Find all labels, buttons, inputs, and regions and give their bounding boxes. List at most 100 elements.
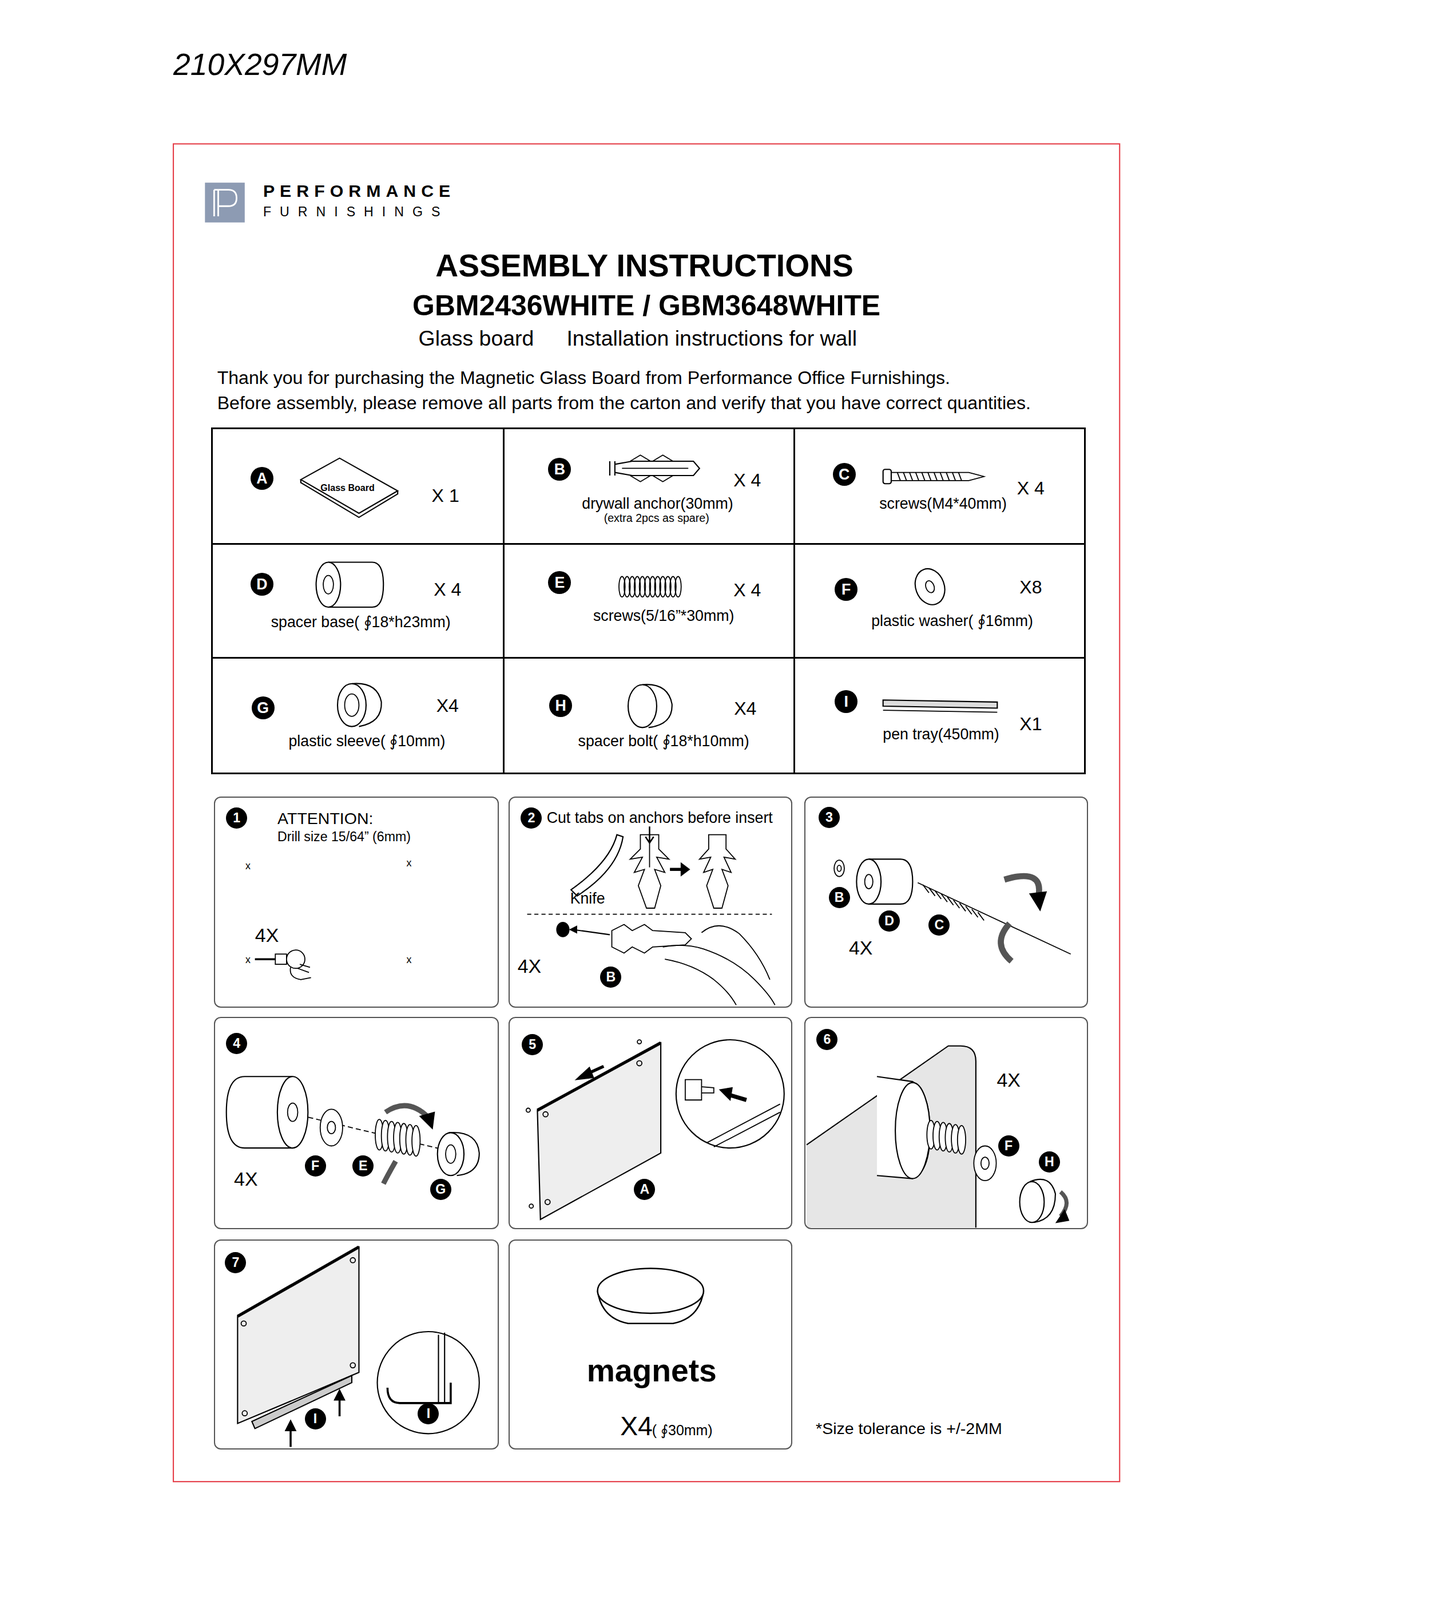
quantity: X4 [620, 1410, 653, 1441]
part-name: screws(5/16”*30mm) [593, 606, 734, 625]
parts-cell: AGlass BoardX 1 [211, 427, 505, 545]
callout-letter: H [1038, 1150, 1061, 1173]
step-panel: 6 4X FH [804, 1016, 1089, 1229]
drill-mark: x [406, 953, 412, 966]
tolerance-note: *Size tolerance is +/-2MM [815, 1418, 1003, 1438]
magnets-heading: magnets [586, 1352, 717, 1389]
callout-letter: B [828, 886, 851, 908]
spacer-base-part [316, 562, 384, 607]
screw-part [883, 469, 984, 484]
callout-letter: A [250, 466, 274, 490]
parts-cell: HX4spacer bolt( ∮18*h10mm) [502, 656, 796, 774]
parts-cell: D X 4 spacer base( ∮18*h23mm) [211, 542, 505, 660]
step-panel: 5A [508, 1016, 793, 1229]
board-mount-illustration [526, 1039, 785, 1220]
threaded-screw-part [618, 576, 682, 597]
quantity: 4X [848, 936, 873, 959]
step-number: 2 [520, 807, 542, 829]
step-panel: 3BDC4X [804, 796, 1089, 1008]
quantity: 4X [517, 954, 542, 978]
step-number: 3 [818, 806, 840, 828]
callout-letter: I [417, 1402, 439, 1424]
glass-board-part [300, 458, 398, 518]
part-name: spacer bolt( ∮18*h10mm) [578, 732, 750, 750]
callout-letter: B [600, 966, 622, 988]
quantity: X 4 [733, 469, 761, 491]
step-number: 1 [225, 807, 248, 829]
parts-cell: G X4 plastic sleeve( ∮10mm) [211, 656, 505, 774]
spacer-screw-illustration [834, 858, 1071, 961]
brand-logo [204, 182, 245, 223]
part-name: screws(M4*40mm) [879, 494, 1007, 513]
callout-letter: C [832, 462, 856, 486]
parts-cell: B X 4drywall anchor(30mm)(extra 2pcs as s… [502, 427, 796, 545]
intro-text: Thank you for purchasing the Magnetic Gl… [217, 367, 951, 389]
callout-letter: G [251, 696, 275, 720]
anchor-insert-illustration [527, 826, 776, 1005]
tool-label: Knife [570, 889, 606, 908]
part-name: spacer base( ∮18*h23mm) [271, 613, 451, 631]
parts-cell: C X 4 screws(M4*40mm) [793, 427, 1086, 545]
quantity: 4X [255, 923, 279, 947]
drill-mark: x [245, 859, 251, 872]
plastic-washer-part [910, 564, 950, 609]
step-number: 6 [816, 1028, 838, 1050]
callout-letter: B [548, 457, 571, 481]
callout-letter: F [834, 577, 858, 601]
quantity: X 4 [733, 579, 761, 601]
quantity: 4X [233, 1167, 258, 1190]
callout-letter: F [998, 1134, 1020, 1157]
callout-letter: C [928, 914, 950, 936]
brand-name: PERFORMANCE [263, 181, 456, 202]
parts-cell: Ipen tray(450mm)X1 [793, 656, 1086, 774]
subtitle: Installation instructions for wall [566, 326, 857, 351]
step-panel: 4 4X F E G [213, 1016, 499, 1229]
drill-note: Drill size 15/64” (6mm) [277, 828, 411, 845]
bolt-cap-illustration [806, 1045, 1069, 1228]
callout-letter: I [834, 689, 858, 713]
sleeve-bolt-illustration [226, 1076, 480, 1183]
drill-mark: x [245, 953, 251, 966]
callout-letter: F [304, 1154, 327, 1177]
step-number: 5 [521, 1033, 543, 1055]
magnet-illustration [597, 1267, 704, 1323]
quantity: X 4 [433, 578, 462, 601]
magnet-size: ( ∮30mm) [652, 1421, 713, 1439]
part-name: pen tray(450mm) [882, 725, 999, 744]
model-numbers: GBM2436WHITE / GBM3648WHITE [412, 289, 881, 323]
parts-cell: E X 4 screws(5/16”*30mm) [502, 542, 796, 660]
page-title: ASSEMBLY INSTRUCTIONS [435, 247, 854, 285]
plastic-sleeve-part [337, 683, 382, 726]
callout-letter: I [304, 1407, 327, 1429]
quantity: X 1 [431, 485, 460, 507]
step-number: 4 [225, 1032, 248, 1054]
pen-tray-install-illustration [237, 1246, 479, 1447]
brand-subname: FURNISHINGS [263, 204, 450, 220]
drill-illustration [255, 949, 312, 980]
part-name: plastic washer( ∮16mm) [871, 612, 1034, 630]
callout-letter: E [548, 570, 571, 594]
spacer-bolt-part [628, 684, 673, 728]
parts-cell: F X8 plastic washer( ∮16mm) [793, 542, 1086, 660]
quantity: 4X [996, 1068, 1020, 1091]
callout-letter: E [352, 1154, 374, 1177]
drill-mark: x [406, 856, 412, 869]
step-panel: 1 ATTENTION:Drill size 15/64” (6mm) x x 4X x x [213, 796, 499, 1008]
step-panel: 7II [213, 1239, 499, 1449]
callout-letter: G [430, 1178, 452, 1200]
callout-letter: D [250, 572, 274, 596]
quantity: X 4 [1017, 477, 1045, 499]
intro-text: Before assembly, please remove all parts… [217, 392, 1031, 414]
step-instruction: Cut tabs on anchors before insert [546, 808, 773, 827]
pen-tray-part [883, 699, 998, 712]
quantity: X4 [436, 695, 459, 717]
part-note: (extra 2pcs as spare) [604, 511, 710, 525]
subtitle: Glass board [418, 326, 535, 351]
callout-letter: H [549, 693, 573, 717]
sheet-size: 210X297MM [173, 46, 347, 82]
part-name: plastic sleeve( ∮10mm) [288, 732, 446, 750]
part-name: drywall anchor(30mm) [581, 494, 733, 513]
attention-heading: ATTENTION: [277, 808, 373, 828]
quantity: X8 [1019, 576, 1042, 598]
